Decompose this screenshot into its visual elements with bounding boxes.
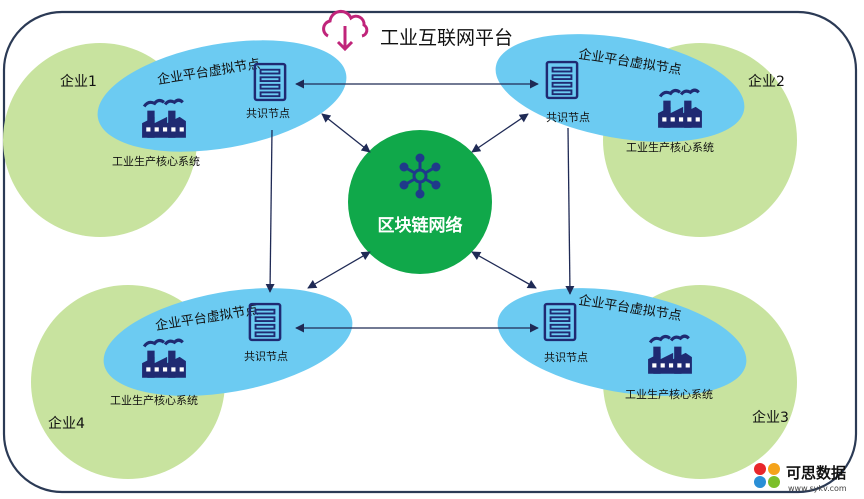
consensus-node-label-4: 共识节点	[244, 350, 288, 363]
enterprise-2-group: 企业2 企业平台虚拟节点 共识节点 工业生产核心系统	[495, 34, 797, 237]
core-system-label-4: 工业生产核心系统	[110, 393, 198, 407]
watermark-text: 可思数据	[786, 464, 846, 482]
arrow-1-4	[265, 129, 275, 293]
blockchain-circle	[348, 130, 492, 274]
platform-title: 工业互联网平台	[380, 27, 513, 49]
enterprise-4-group: 企业4 企业平台虚拟节点 共识节点 工业生产核心系统	[31, 285, 353, 479]
blockchain-label: 区块链网络	[378, 215, 463, 236]
core-system-label-1: 工业生产核心系统	[112, 154, 200, 168]
arrow-4-chain	[307, 251, 371, 289]
platform-frame	[2, 10, 858, 494]
network-hub-icon	[399, 153, 441, 199]
enterprise-4-label: 企业4	[48, 415, 85, 432]
cloud-download-icon	[322, 9, 369, 52]
arrow-2-chain	[471, 113, 529, 153]
connections	[265, 79, 575, 333]
arrow-1-chain	[321, 113, 371, 153]
enterprise-3-group: 企业3 企业平台虚拟节点 共识节点 工业生产核心系统	[497, 285, 797, 479]
consensus-node-label-2: 共识节点	[546, 111, 590, 124]
consensus-node-label-3: 共识节点	[544, 351, 588, 364]
arrow-3-chain	[471, 251, 537, 289]
enterprise-2-label: 企业2	[748, 73, 785, 90]
consensus-node-label-1: 共识节点	[246, 107, 290, 120]
arrow-2-3	[565, 127, 575, 295]
core-system-label-2: 工业生产核心系统	[626, 140, 714, 154]
enterprise-1-label: 企业1	[60, 73, 97, 90]
enterprise-1-group: 企业1 企业平台虚拟节点 共识节点 工业生产核心系统	[3, 40, 347, 237]
enterprise-3-label: 企业3	[752, 409, 789, 426]
watermark-url: www.sykv.com	[788, 484, 847, 493]
blockchain-network: 区块链网络	[348, 130, 492, 274]
watermark-logo: 可思数据 www.sykv.com	[754, 463, 847, 493]
core-system-label-3: 工业生产核心系统	[625, 387, 713, 401]
